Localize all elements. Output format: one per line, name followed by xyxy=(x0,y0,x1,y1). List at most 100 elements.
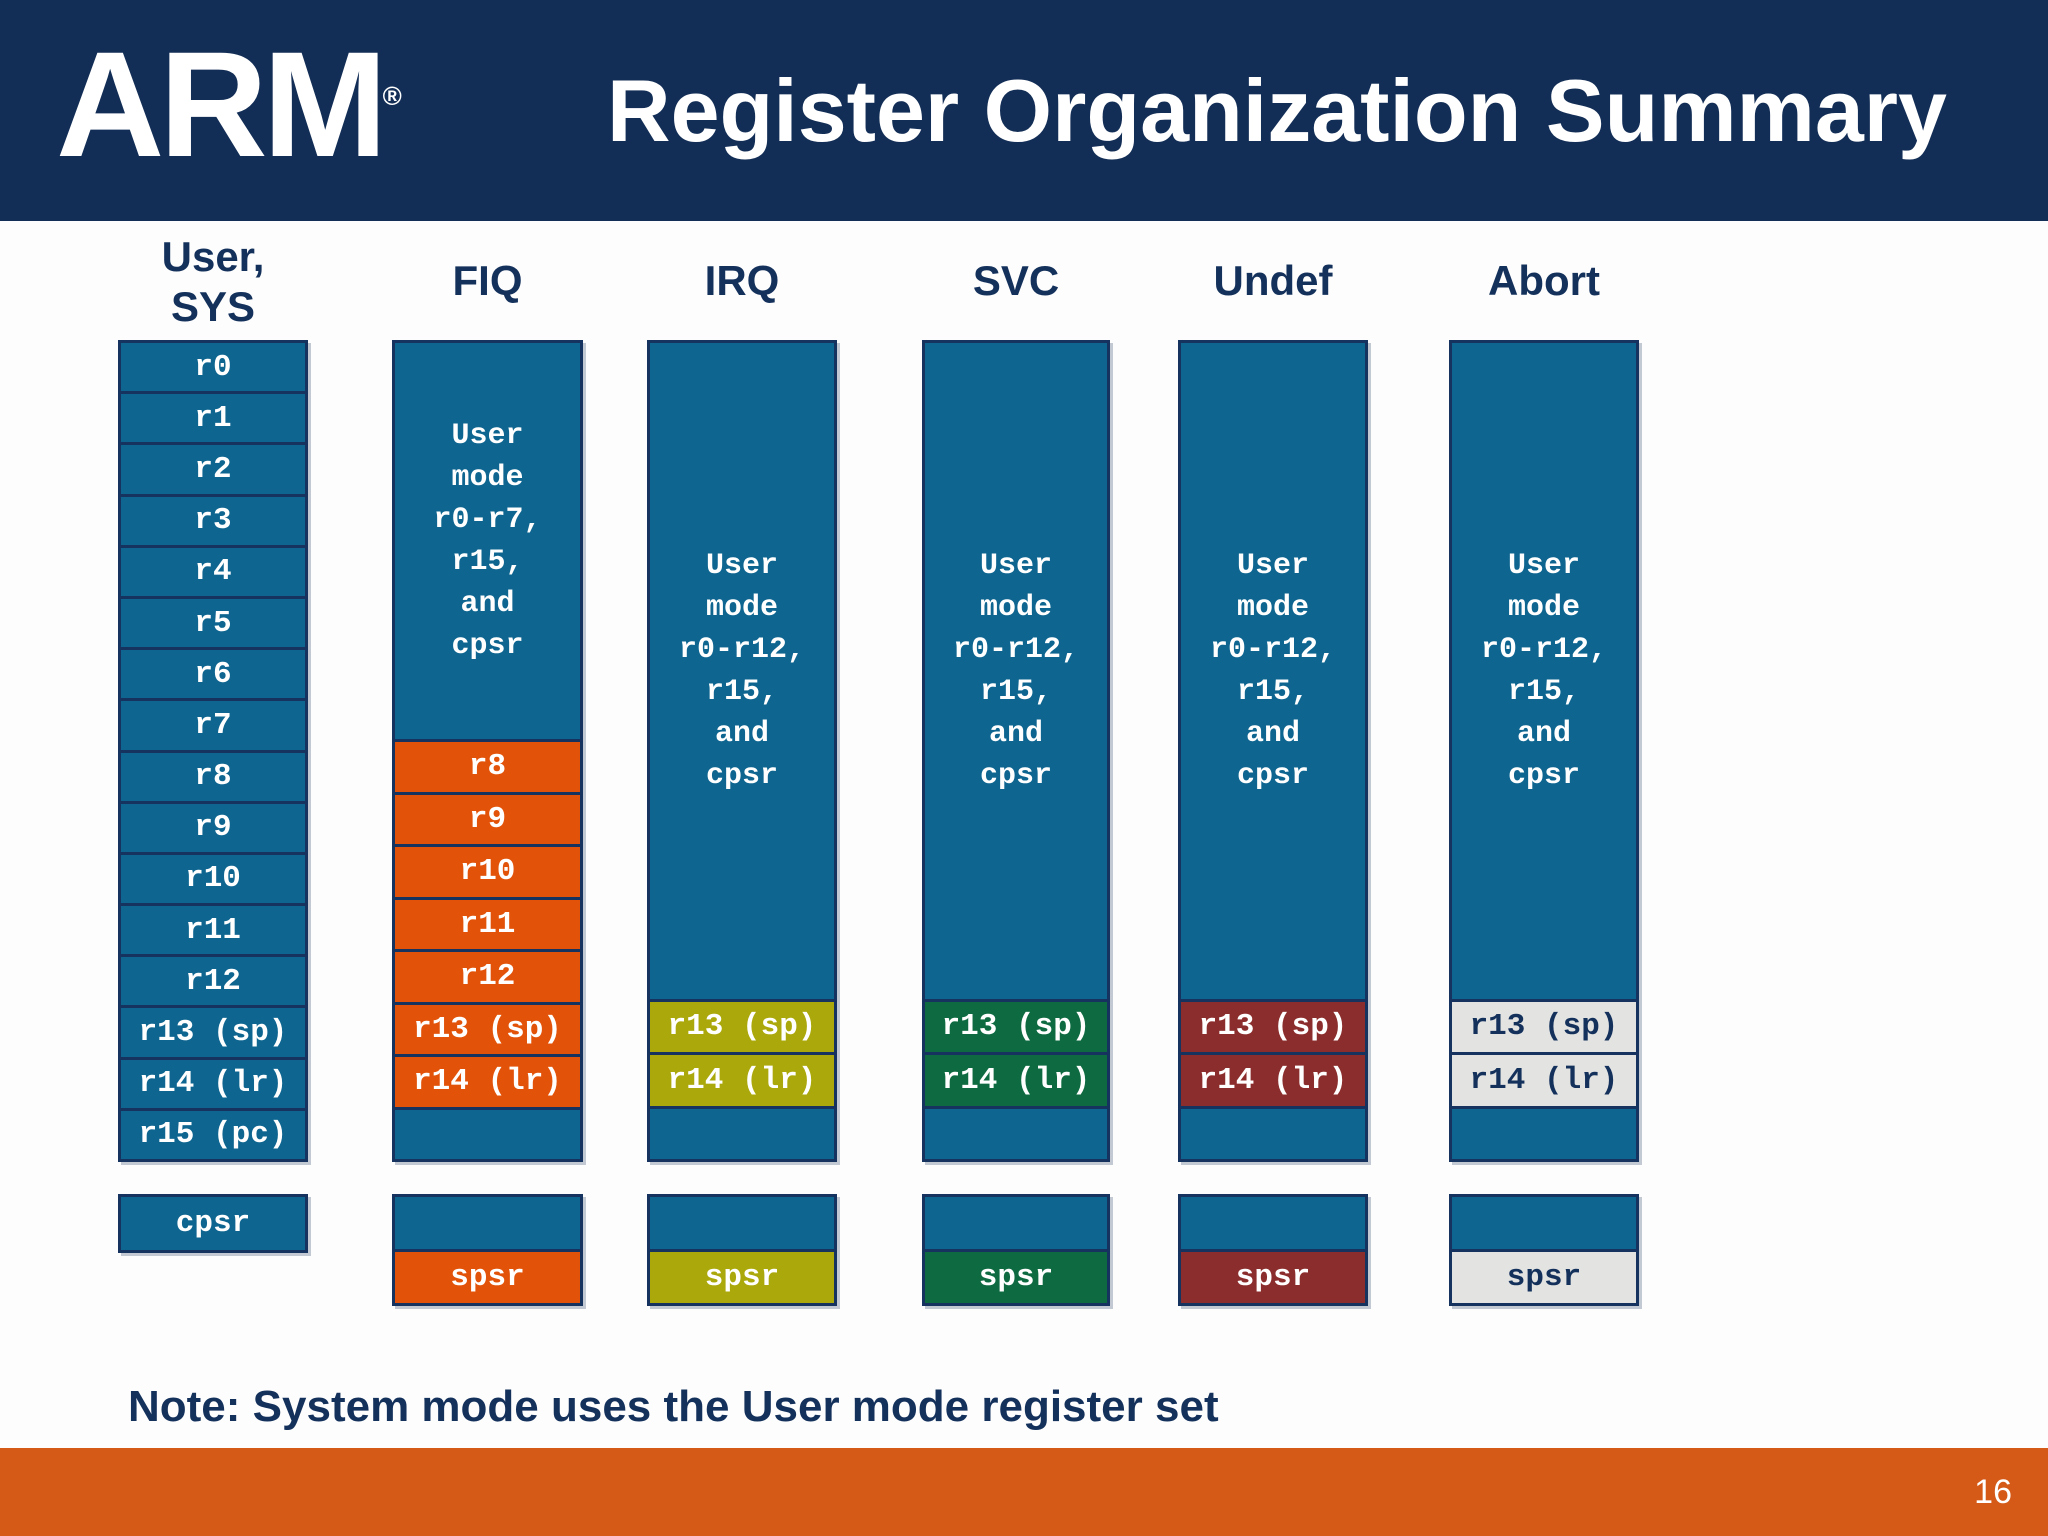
arm-logo: ARM® xyxy=(56,22,402,187)
spsr-cell: spsr xyxy=(925,1248,1107,1303)
column-header-svc: SVC xyxy=(922,256,1110,306)
column-header-line: SYS xyxy=(170,283,256,330)
shared-region-label-line: r15, xyxy=(1507,674,1580,709)
banked-register-cell: r14 (lr) xyxy=(650,1052,834,1106)
shared-region-label-line: r15, xyxy=(979,674,1052,709)
shared-region-label-line: User xyxy=(1236,548,1309,583)
register-column-irq: User mode r0-r12, r15, and cpsr r13 (sp)r14 (l… xyxy=(647,340,837,1162)
shared-region-label-line: and xyxy=(460,587,515,621)
blank-status-cell xyxy=(1452,1197,1636,1249)
column-header-undef: Undef xyxy=(1178,256,1368,306)
banked-register-cell: r13 (sp) xyxy=(925,998,1107,1053)
title-bar: ARM® Register Organization Summary xyxy=(0,0,2048,221)
banked-register-cell: r14 (lr) xyxy=(395,1054,580,1107)
column-header-abort: Abort xyxy=(1449,256,1639,306)
register-cell: r1 xyxy=(121,391,305,443)
shared-region-label-line: and xyxy=(714,716,769,751)
status-box-abort: spsr xyxy=(1449,1194,1639,1306)
register-cell: r7 xyxy=(121,698,305,750)
blank-status-cell xyxy=(1181,1197,1365,1249)
blank-status-cell xyxy=(650,1197,834,1249)
slide-title: Register Organization Summary xyxy=(607,60,1947,160)
shared-region-label-line: cpsr xyxy=(451,629,524,663)
column-header-fiq: FIQ xyxy=(392,256,583,306)
column-header-line: SVC xyxy=(972,257,1060,304)
shared-region-label-line: r0-r12, xyxy=(1209,632,1337,667)
shared-region-label-line: r0-r12, xyxy=(952,632,1080,667)
note-text: Note: System mode uses the User mode reg… xyxy=(128,1382,1219,1431)
banked-register-cell: r14 (lr) xyxy=(1452,1052,1636,1106)
register-cell: r3 xyxy=(121,493,305,545)
banked-register-cell: r14 (lr) xyxy=(925,1052,1107,1106)
status-box-svc: spsr xyxy=(922,1194,1110,1306)
blank-register-cell xyxy=(395,1106,580,1159)
shared-user-mode-region: User mode r0-r12, r15, and cpsr xyxy=(650,343,834,999)
banked-register-cell: r8 xyxy=(395,739,580,792)
footer-bar: 16 xyxy=(0,1448,2048,1536)
register-cell: r13 (sp) xyxy=(121,1005,305,1057)
register-cell: r5 xyxy=(121,595,305,648)
banked-register-cell: r13 (sp) xyxy=(1181,998,1365,1053)
blank-status-cell xyxy=(395,1197,580,1249)
shared-region-label-line: cpsr xyxy=(1507,758,1580,793)
banked-register-cell: r12 xyxy=(395,949,580,1002)
shared-region-label-line: User xyxy=(979,548,1052,583)
shared-region-label-line: r0-r12, xyxy=(678,632,806,667)
shared-region-label-line: mode xyxy=(1236,590,1309,625)
banked-register-cell: r13 (sp) xyxy=(650,998,834,1053)
shared-region-label-line: r15, xyxy=(705,674,778,709)
shared-region-label-line: r15, xyxy=(1236,674,1309,709)
shared-region-label-line: mode xyxy=(451,461,524,495)
status-box-undef: spsr xyxy=(1178,1194,1368,1306)
shared-region-label-line: r0-r7, xyxy=(433,503,542,537)
register-cell: r12 xyxy=(121,954,305,1006)
shared-region-label-line: cpsr xyxy=(979,758,1052,793)
register-cell: r10 xyxy=(121,851,305,904)
shared-region-label-line: cpsr xyxy=(705,758,778,793)
shared-region-label-line: and xyxy=(988,716,1043,751)
status-box-fiq: spsr xyxy=(392,1194,583,1306)
register-cell: r8 xyxy=(121,749,305,801)
status-box-user_sys: cpsr xyxy=(118,1194,308,1253)
shared-region-label-line: mode xyxy=(1507,590,1580,625)
cpsr-cell: cpsr xyxy=(121,1197,305,1250)
banked-register-cell: r13 (sp) xyxy=(1452,998,1636,1053)
spsr-cell: spsr xyxy=(395,1248,580,1303)
spsr-cell: spsr xyxy=(650,1248,834,1303)
spsr-cell: spsr xyxy=(1452,1248,1636,1303)
column-header-line: Undef xyxy=(1213,257,1333,304)
register-cell: r11 xyxy=(121,903,305,955)
page-number: 16 xyxy=(1974,1472,2012,1511)
shared-user-mode-region: User mode r0-r12, r15, and cpsr xyxy=(1181,343,1365,999)
column-header-user_sys: User,SYS xyxy=(118,232,308,332)
shared-region-label-line: and xyxy=(1245,716,1300,751)
shared-region-label-line: User xyxy=(451,419,524,453)
banked-register-cell: r11 xyxy=(395,896,580,949)
column-header-line: Abort xyxy=(1488,257,1600,304)
blank-register-cell xyxy=(925,1105,1107,1159)
shared-region-label-line: mode xyxy=(705,590,778,625)
blank-register-cell xyxy=(1452,1105,1636,1159)
banked-register-cell: r9 xyxy=(395,791,580,844)
blank-register-cell xyxy=(650,1105,834,1159)
shared-region-label-line: cpsr xyxy=(1236,758,1309,793)
column-header-line: User, xyxy=(161,233,265,280)
shared-region-label-line: User xyxy=(705,548,778,583)
blank-register-cell xyxy=(1181,1105,1365,1159)
shared-region-label-line: and xyxy=(1516,716,1571,751)
register-cell: r14 (lr) xyxy=(121,1056,305,1108)
blank-status-cell xyxy=(925,1197,1107,1249)
column-header-line: IRQ xyxy=(704,257,780,304)
banked-register-cell: r10 xyxy=(395,844,580,897)
shared-region-label-line: User xyxy=(1507,548,1580,583)
register-column-svc: User mode r0-r12, r15, and cpsr r13 (sp)r14 (l… xyxy=(922,340,1110,1162)
shared-region-label-line: mode xyxy=(979,590,1052,625)
register-cell: r4 xyxy=(121,544,305,596)
registered-trademark-icon: ® xyxy=(382,81,402,111)
banked-register-cell: r13 (sp) xyxy=(395,1001,580,1054)
